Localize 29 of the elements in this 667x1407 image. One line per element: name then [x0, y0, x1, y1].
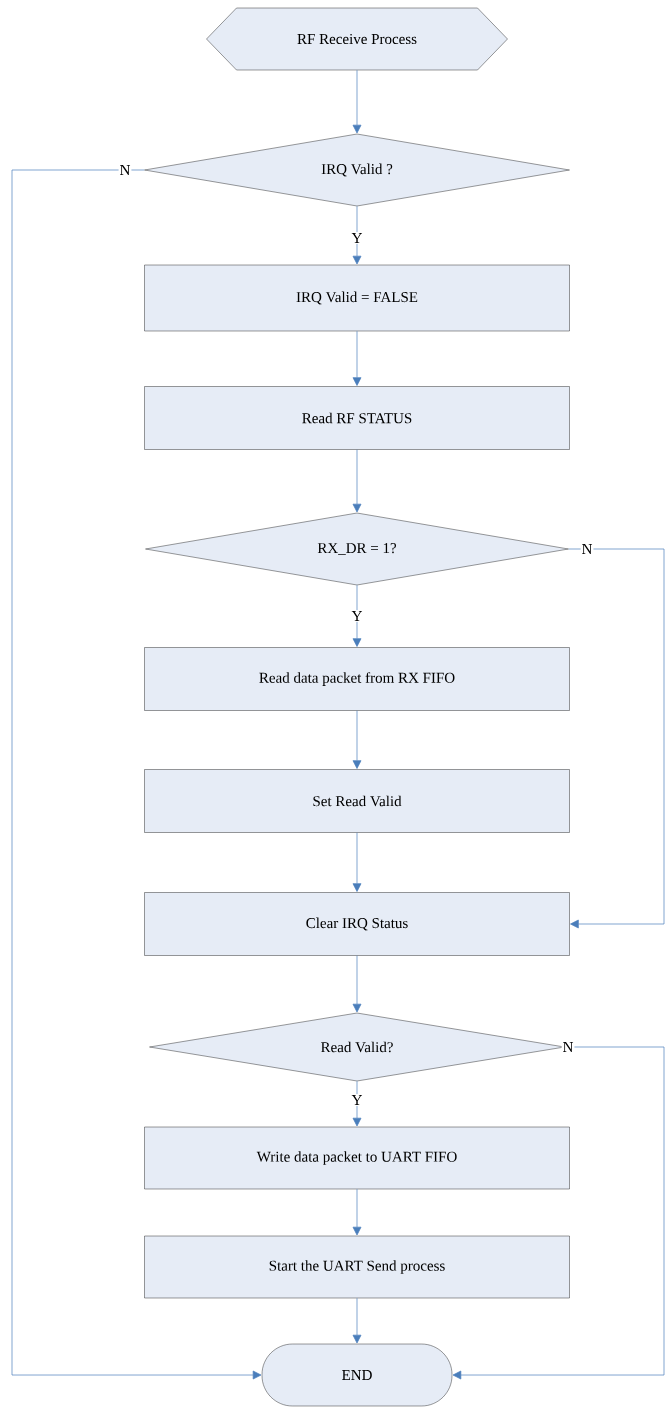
arrow [352, 205, 362, 265]
arrow [352, 1080, 362, 1127]
arrow [11, 169, 262, 1380]
edge-label: N [580, 543, 594, 555]
process-box: Set Read Valid [144, 769, 570, 833]
end-terminal: END [261, 1343, 453, 1407]
process-box: Write data packet to UART FIFO [144, 1126, 570, 1190]
process-box: Clear IRQ Status [144, 892, 570, 956]
arrow [352, 330, 362, 386]
edge-label: N [561, 1041, 575, 1053]
arrow [352, 955, 362, 1013]
arrow [568, 548, 665, 929]
arrow [352, 1297, 362, 1344]
arrow [352, 584, 362, 647]
arrow [452, 1046, 665, 1380]
process-box: Read RF STATUS [144, 386, 570, 450]
arrow [352, 69, 362, 134]
edge-label: Y [350, 610, 364, 622]
process-box: IRQ Valid = FALSE [144, 264, 570, 332]
process-box: Start the UART Send process [144, 1235, 570, 1299]
process-box: Read data packet from RX FIFO [144, 647, 570, 711]
arrow [352, 832, 362, 892]
edge-label: Y [350, 1094, 364, 1106]
arrow [352, 710, 362, 769]
edge-label: Y [350, 232, 364, 244]
edge-label: N [118, 164, 132, 176]
arrow [352, 1188, 362, 1236]
start-hexagon: RF Receive Process [206, 7, 508, 71]
arrow [352, 449, 362, 513]
